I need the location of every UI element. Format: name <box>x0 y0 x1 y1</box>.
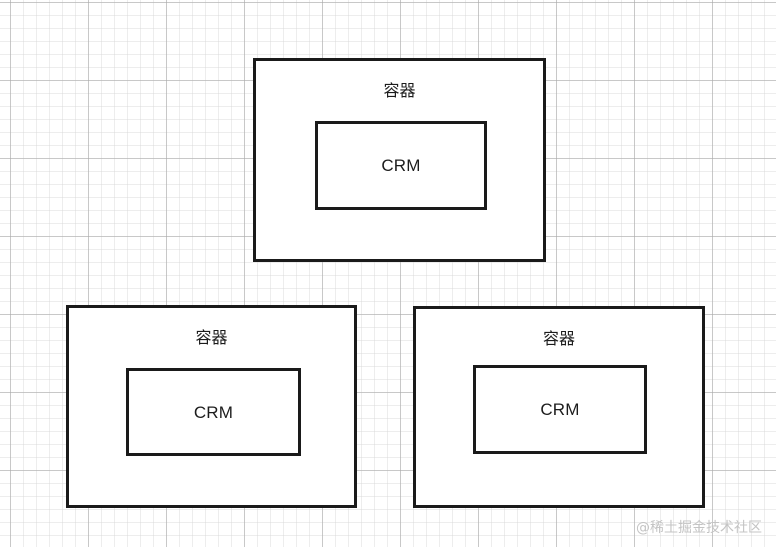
container-label: 容器 <box>542 329 575 348</box>
container-label: 容器 <box>383 81 416 100</box>
container-box-bottom-right[interactable]: 容器 CRM <box>413 306 705 508</box>
watermark: @稀土掘金技术社区 <box>636 520 762 536</box>
container-box-bottom-left[interactable]: 容器 CRM <box>66 305 357 508</box>
crm-box[interactable]: CRM <box>473 365 647 454</box>
container-box-top[interactable]: 容器 CRM <box>253 58 546 262</box>
crm-box[interactable]: CRM <box>126 368 301 456</box>
crm-label: CRM <box>540 400 580 419</box>
crm-box[interactable]: CRM <box>315 121 487 210</box>
crm-label: CRM <box>381 156 421 175</box>
crm-label: CRM <box>193 402 234 422</box>
container-label: 容器 <box>195 328 228 347</box>
